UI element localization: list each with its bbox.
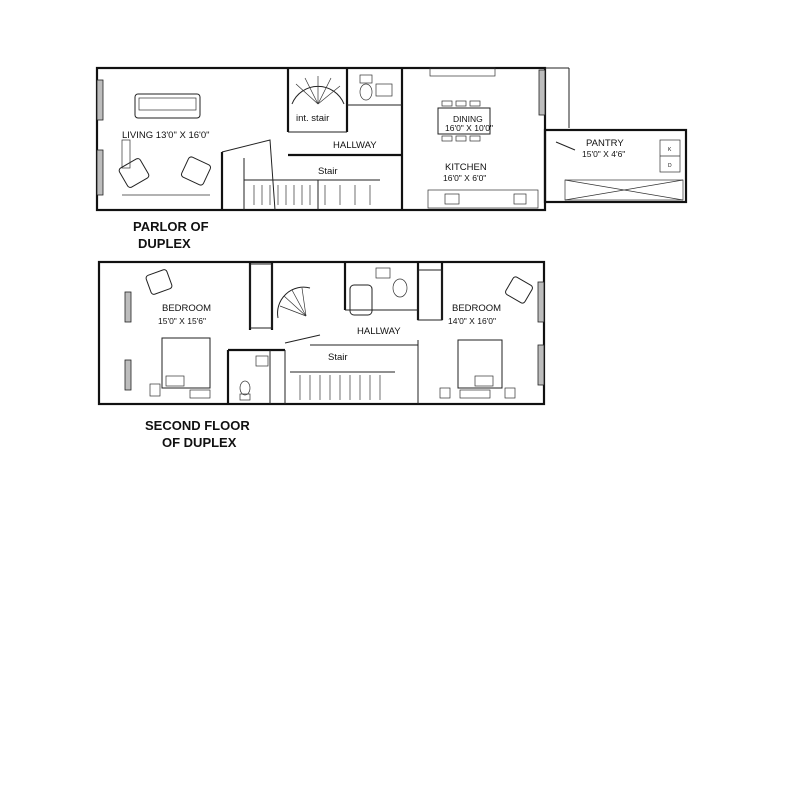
- parlor-caption-line2: DUPLEX: [138, 236, 191, 251]
- kitchen-label: KITCHEN: [445, 162, 487, 173]
- parlor-stair-label: Stair: [318, 166, 338, 177]
- pantry-label: PANTRY: [586, 138, 624, 149]
- pantry-dimensions: 15'0" X 4'6": [582, 149, 625, 159]
- left-bedroom-label: BEDROOM: [162, 303, 211, 314]
- toilet-icon: [239, 380, 251, 401]
- window: [124, 359, 132, 391]
- stair-treads: [290, 371, 395, 400]
- second-floor-plan: [97, 260, 546, 406]
- right-bedroom-label: BEDROOM: [452, 303, 501, 314]
- pantry-appliance-k: K: [668, 147, 672, 153]
- sofa-icon: [134, 93, 201, 119]
- second-floor-hallway-label: HALLWAY: [357, 326, 401, 337]
- bed-icon: [161, 337, 211, 389]
- dining-label: DINING: [453, 114, 483, 124]
- armchair-icon: [505, 276, 533, 304]
- armchair-icon: [118, 158, 150, 188]
- kitchen-dimensions: 16'0" X 6'0": [443, 173, 486, 183]
- parlor-caption-line1: PARLOR OF: [133, 219, 209, 234]
- bed-icon: [457, 339, 503, 389]
- window: [96, 79, 104, 121]
- pantry-appliance-d: D: [668, 163, 672, 169]
- armchair-icon: [180, 156, 212, 186]
- right-bedroom-dimensions: 14'0" X 16'0": [448, 316, 496, 326]
- pantry-outer-wall: [543, 128, 688, 204]
- window: [538, 69, 546, 116]
- living-room-label: LIVING 13'0" X 16'0": [122, 130, 209, 141]
- kitchen-counter: [427, 189, 539, 209]
- second-floor-caption-line1: SECOND FLOOR: [145, 418, 250, 433]
- window: [96, 149, 104, 196]
- toilet-icon: [359, 74, 373, 101]
- bathtub-icon: [349, 284, 373, 316]
- parlor-hallway-label: HALLWAY: [333, 140, 377, 151]
- left-bedroom-dimensions: 15'0" X 15'6": [158, 316, 206, 326]
- stair-treads: [253, 180, 371, 210]
- window: [537, 281, 545, 323]
- armchair-icon: [145, 269, 173, 295]
- int-stair-label: int. stair: [296, 113, 329, 124]
- second-floor-caption-line2: OF DUPLEX: [162, 435, 237, 450]
- spiral-stair-icon: [277, 286, 311, 319]
- dining-table-icon: [437, 100, 491, 142]
- toilet-icon: [375, 267, 408, 298]
- second-floor-outer-wall: [97, 260, 546, 406]
- spiral-stair-icon: [291, 76, 345, 105]
- window: [537, 344, 545, 386]
- window: [124, 291, 132, 323]
- parlor-floor-plan: [95, 66, 688, 212]
- second-floor-stair-label: Stair: [328, 352, 348, 363]
- dining-dimensions: 16'0" X 10'0": [445, 123, 493, 133]
